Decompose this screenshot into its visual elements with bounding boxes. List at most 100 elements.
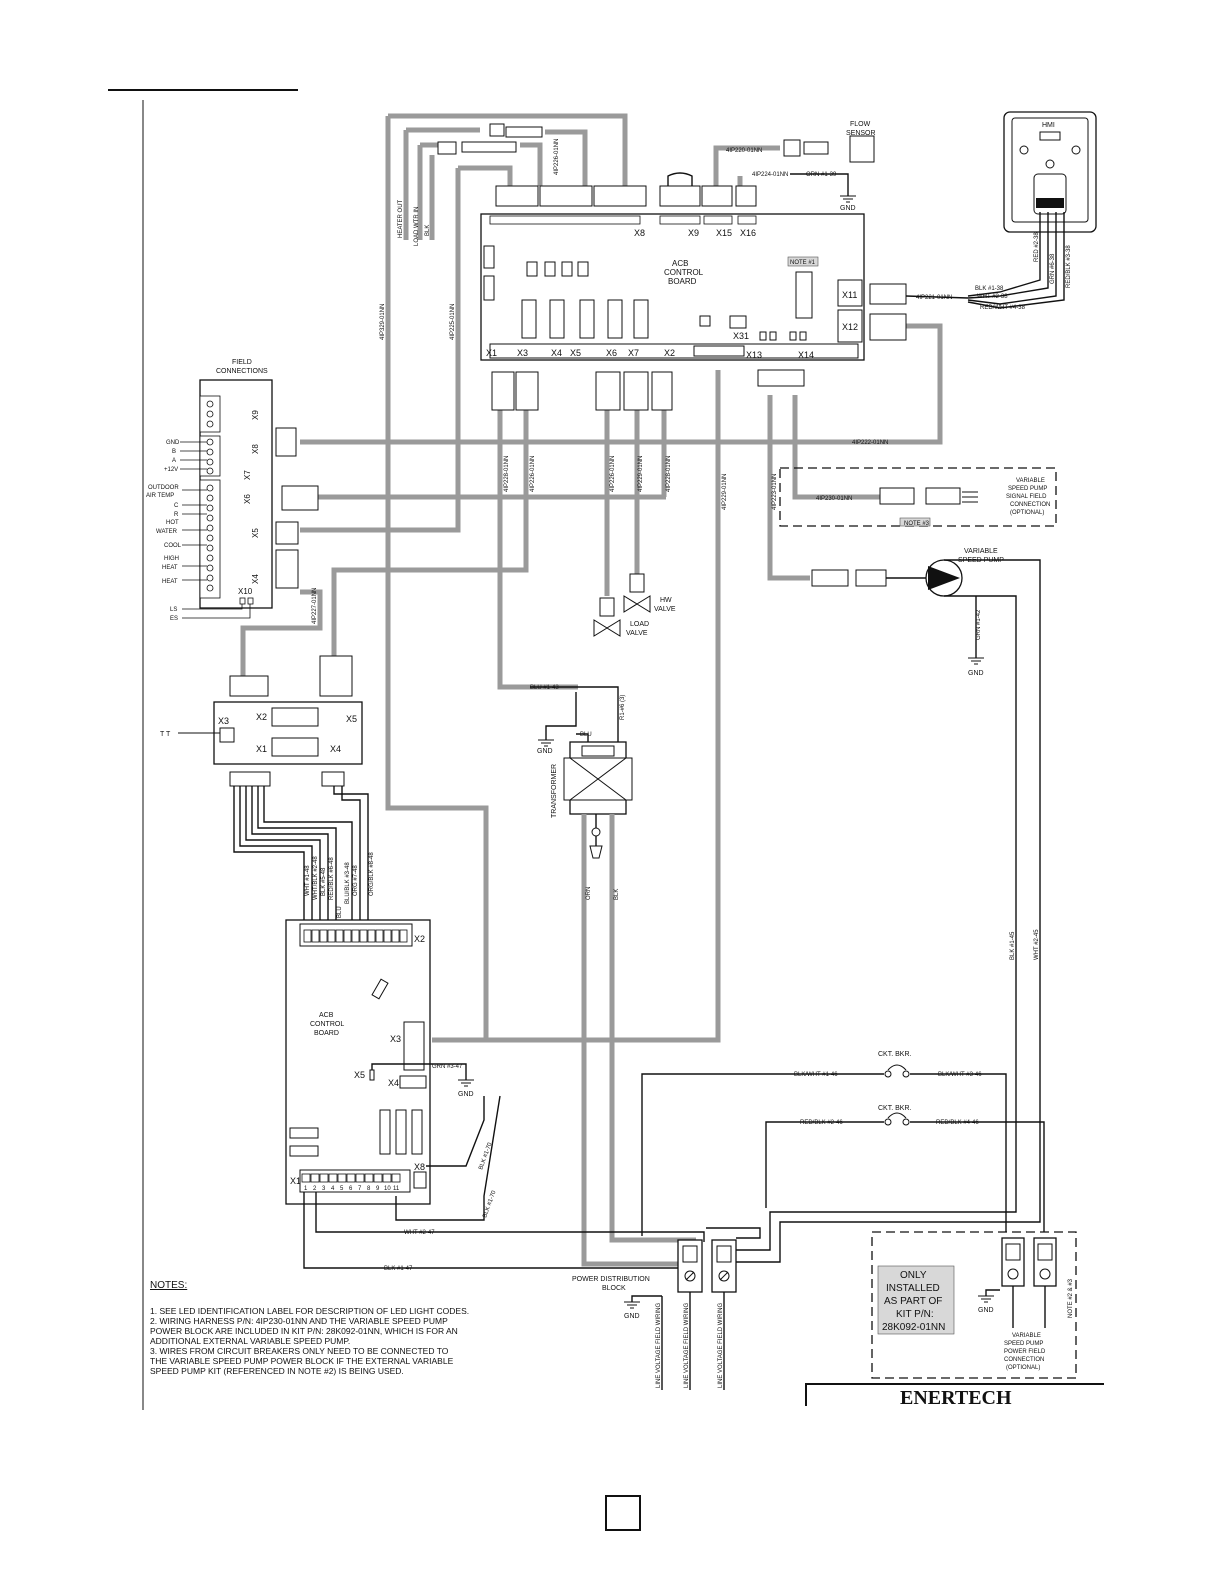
svg-text:ORG #7-48: ORG #7-48 <box>353 865 359 896</box>
brand-name: ENERTECH <box>900 1387 1012 1409</box>
acb-board-label: BOARD <box>668 277 697 286</box>
acb-bottom-conn-label: X13 <box>746 350 762 360</box>
svg-text:CONNECTION: CONNECTION <box>1010 502 1050 508</box>
svg-text:CKT. BKR.: CKT. BKR. <box>878 1051 912 1058</box>
harness-label: 4IP226-01NN <box>554 139 560 175</box>
svg-text:ORN: ORN <box>586 887 592 900</box>
svg-text:4IP228-01NN: 4IP228-01NN <box>666 456 672 492</box>
hmi-wire: WHT #2-38 <box>977 294 1008 300</box>
hmi-wire: RED #2-38 <box>1034 232 1040 262</box>
svg-text:VARIABLE: VARIABLE <box>964 548 998 555</box>
svg-text:ORG/BLK #8-48: ORG/BLK #8-48 <box>369 852 375 896</box>
acb-right-conn-label: X11 <box>842 290 857 300</box>
note-line: 3. WIRES FROM CIRCUIT BREAKERS ONLY NEED… <box>150 1346 449 1356</box>
harness-label: 4IP220-01NN <box>726 148 762 154</box>
field-terminal: C <box>174 503 179 509</box>
variable-speed-pump: VARIABLE SPEED PUMP GRN #1-42 GND <box>811 548 1004 677</box>
svg-text:X5: X5 <box>354 1070 365 1080</box>
field-block: X4 <box>251 574 260 584</box>
svg-text:X3: X3 <box>218 716 229 726</box>
svg-text:2: 2 <box>313 1186 317 1192</box>
svg-text:4IP226-01NN: 4IP226-01NN <box>610 456 616 492</box>
svg-text:X8: X8 <box>414 1162 425 1172</box>
power-distribution-block: POWER DISTRIBUTION BLOCK GND LINE VOLTAG… <box>572 1239 737 1390</box>
field-terminal: OUTDOOR <box>148 485 179 491</box>
svg-text:GRN #3-47: GRN #3-47 <box>432 1064 463 1070</box>
acb-top-conn-label: X8 <box>634 228 645 238</box>
svg-text:BLK: BLK <box>614 889 620 900</box>
field-block: X6 <box>243 494 252 504</box>
acb-top-conn-label: X16 <box>740 228 756 238</box>
hmi-wire: RED/WHT #4-38 <box>980 305 1026 311</box>
svg-text:TRANSFORMER: TRANSFORMER <box>551 764 558 818</box>
svg-text:WHT/BLK #2-48: WHT/BLK #2-48 <box>313 856 319 900</box>
svg-text:GND: GND <box>968 670 984 677</box>
svg-text:CKT. BKR.: CKT. BKR. <box>878 1105 912 1112</box>
field-terminal: GND <box>166 440 180 446</box>
gnd-label: GND <box>840 205 856 212</box>
svg-text:CONTROL: CONTROL <box>310 1021 344 1028</box>
note-line: THE VARIABLE SPEED PUMP POWER BLOCK IF T… <box>150 1356 454 1366</box>
field-terminal: R <box>174 512 179 518</box>
flow-sensor: FLOW SENSOR 4IP220-01NN 4IP224-01NN ORN … <box>726 121 876 212</box>
acb-right-conn-label: X12 <box>842 322 858 332</box>
notes-block: NOTES: 1. SEE LED IDENTIFICATION LABEL F… <box>150 1280 469 1376</box>
note-line: POWER BLOCK ARE INCLUDED IN KIT P/N: 28K… <box>150 1326 458 1336</box>
valves: HW VALVE LOAD VALVE <box>593 573 676 637</box>
svg-text:INSTALLED: INSTALLED <box>886 1283 940 1294</box>
wire-label: ORN #1-39 <box>806 172 837 178</box>
field-title: FIELD <box>232 359 252 366</box>
svg-text:8: 8 <box>367 1186 371 1192</box>
field-terminal: COOL <box>164 543 182 549</box>
svg-text:VALVE: VALVE <box>626 630 648 637</box>
field-block: X10 <box>238 587 253 596</box>
svg-text:X4: X4 <box>388 1078 399 1088</box>
svg-text:4IP223-01NN: 4IP223-01NN <box>772 474 778 510</box>
acb-bottom-conn-label: X5 <box>570 348 581 358</box>
svg-text:LOAD: LOAD <box>630 621 649 628</box>
svg-text:BLK/WHT #3-46: BLK/WHT #3-46 <box>938 1072 982 1078</box>
svg-text:GND: GND <box>458 1091 474 1098</box>
svg-text:GND: GND <box>624 1313 640 1320</box>
svg-text:4IP226-01NN: 4IP226-01NN <box>530 456 536 492</box>
svg-text:4IP229-01NN: 4IP229-01NN <box>722 474 728 510</box>
note-line: ADDITIONAL EXTERNAL VARIABLE SPEED PUMP. <box>150 1336 350 1346</box>
svg-text:LINE VOLTAGE FIELD WIRING: LINE VOLTAGE FIELD WIRING <box>684 1303 690 1388</box>
svg-text:4: 4 <box>331 1186 335 1192</box>
field-terminal: HEAT <box>162 579 178 585</box>
note-line: SPEED PUMP KIT (REFERENCED IN NOTE #2) I… <box>150 1366 404 1376</box>
harness-label: 4IP224-01NN <box>752 172 788 178</box>
svg-text:T T: T T <box>160 731 171 738</box>
field-terminal: B <box>172 449 176 455</box>
svg-text:4IP228-01NN: 4IP228-01NN <box>504 456 510 492</box>
field-terminal: LS <box>170 607 177 613</box>
note-1-tag: NOTE #1 <box>790 260 816 266</box>
field-block: X8 <box>251 444 260 454</box>
hmi-label: HMI <box>1042 122 1055 129</box>
svg-text:GRN #1-42: GRN #1-42 <box>976 609 982 640</box>
svg-text:GND: GND <box>978 1307 994 1314</box>
field-terminal: ES <box>170 616 178 622</box>
field-terminal: WATER <box>156 529 178 535</box>
field-terminal: +12V <box>164 467 178 473</box>
middle-harness-labels: 4IP228-01NN 4IP226-01NN 4IP226-01NN 4IP2… <box>312 456 778 624</box>
harness-bundle: WHT #1-48 WHT/BLK #2-48 BLK #5-48 RED/BL… <box>233 786 375 924</box>
heater-label: HEATER OUT <box>398 199 404 238</box>
svg-text:3: 3 <box>322 1186 326 1192</box>
svg-text:X5: X5 <box>346 714 357 724</box>
harness-label: 4IP225-01NN <box>450 304 456 340</box>
field-terminal: A <box>172 458 176 464</box>
svg-text:X4: X4 <box>330 744 341 754</box>
svg-text:BLU/BLK #3-48: BLU/BLK #3-48 <box>345 862 351 904</box>
acb-bottom-conn-label: X2 <box>664 348 675 358</box>
svg-text:4IP227-01NN: 4IP227-01NN <box>312 588 318 624</box>
hmi-wire: GRN #6-38 <box>1050 253 1056 284</box>
svg-text:BLK #5-48: BLK #5-48 <box>321 867 327 896</box>
svg-text:VALVE: VALVE <box>654 606 676 613</box>
heater-label: BLK <box>425 225 431 236</box>
hmi-panel: HMI BLK #1-38 WHT #2-38 RED/WHT #4-38 RE… <box>905 111 1097 311</box>
svg-text:KIT P/N:: KIT P/N: <box>896 1309 934 1320</box>
acb-board-label: CONTROL <box>664 268 704 277</box>
svg-text:VARIABLE: VARIABLE <box>1012 1333 1041 1339</box>
svg-text:X1: X1 <box>290 1176 301 1186</box>
